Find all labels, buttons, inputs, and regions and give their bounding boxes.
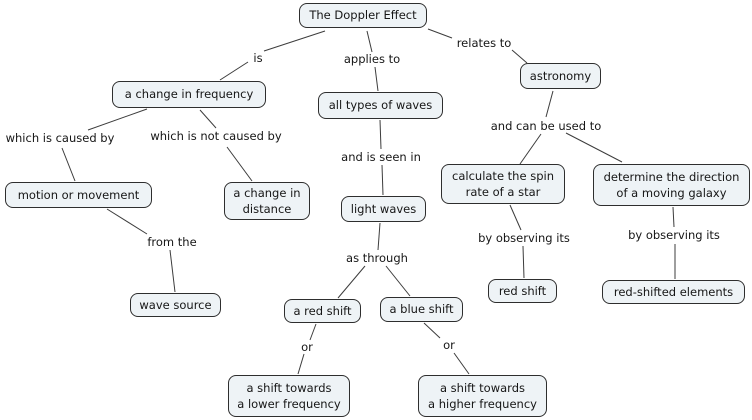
edge-line [565, 132, 623, 163]
node-doppler-effect[interactable]: The Doppler Effect [299, 3, 427, 28]
edge-line [381, 164, 384, 196]
edge-line [87, 108, 148, 131]
link-label-or-1[interactable]: or [301, 340, 313, 354]
node-a-red-shift[interactable]: a red shift [284, 299, 361, 323]
link-label-is[interactable]: is [253, 51, 263, 65]
edge-line [423, 322, 441, 339]
node-change-in-frequency[interactable]: a change in frequency [112, 81, 266, 108]
link-label-from-the[interactable]: from the [147, 235, 197, 249]
link-label-by-observing-its-1[interactable]: by observing its [478, 231, 570, 245]
edge-line [385, 265, 411, 297]
node-all-types-of-waves[interactable]: all types of waves [318, 92, 443, 119]
link-label-which-is-caused-by[interactable]: which is caused by [5, 131, 115, 145]
link-label-by-observing-its-2[interactable]: by observing its [628, 228, 720, 242]
edge-line [219, 61, 249, 81]
link-label-which-is-not-caused-by[interactable]: which is not caused by [150, 129, 282, 143]
node-astronomy[interactable]: astronomy [520, 63, 601, 89]
edge-line [337, 265, 366, 299]
edge-line [511, 49, 528, 64]
link-label-or-2[interactable]: or [443, 338, 455, 352]
link-label-and-is-seen-in[interactable]: and is seen in [341, 150, 421, 164]
edge-line [309, 323, 317, 341]
edge-line [199, 109, 217, 129]
node-shift-lower-freq[interactable]: a shift towards a lower frequency [228, 375, 350, 417]
edge-line [106, 208, 148, 235]
node-determine-direction[interactable]: determine the direction of a moving gala… [593, 164, 750, 206]
edge-line [509, 204, 522, 231]
node-change-in-distance[interactable]: a change in distance [224, 182, 310, 220]
edge-line [169, 249, 176, 293]
node-red-shift[interactable]: red shift [488, 279, 557, 303]
link-label-relates-to[interactable]: relates to [456, 36, 512, 50]
edge-line [377, 222, 381, 251]
edge-line [61, 147, 76, 182]
edge-line [379, 119, 382, 150]
edge-line [374, 66, 379, 92]
node-red-shifted-elements[interactable]: red-shifted elements [602, 280, 745, 304]
link-label-and-can-be-used-to[interactable]: and can be used to [490, 119, 602, 133]
node-wave-source[interactable]: wave source [130, 293, 221, 317]
edge-line [297, 353, 305, 375]
node-shift-higher-freq[interactable]: a shift towards a higher frequency [418, 375, 547, 417]
node-calculate-spin-rate[interactable]: calculate the spin rate of a star [441, 164, 565, 204]
link-label-applies-to[interactable]: applies to [343, 52, 401, 66]
node-motion-or-movement[interactable]: motion or movement [5, 182, 152, 208]
node-a-blue-shift[interactable]: a blue shift [380, 297, 463, 322]
edge-line [366, 30, 373, 53]
edge-line [545, 90, 554, 118]
edge-line [519, 133, 542, 165]
edge-line [672, 206, 675, 228]
edge-line [427, 28, 453, 39]
edge-line [453, 352, 470, 375]
edge-line [522, 245, 525, 279]
link-label-as-through[interactable]: as through [346, 251, 408, 265]
edge-line [226, 146, 253, 182]
node-light-waves[interactable]: light waves [341, 196, 426, 222]
edge-line [263, 30, 326, 52]
